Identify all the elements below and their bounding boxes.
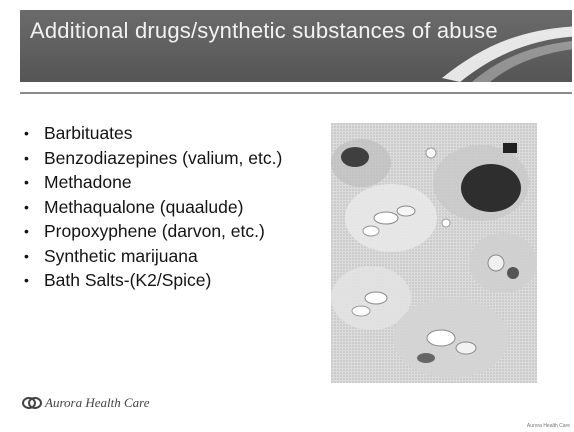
bullet-list: Barbituates Benzodiazepines (valium, etc… <box>24 121 282 293</box>
pills-photo <box>331 123 537 383</box>
bullet-item: Synthetic marijuana <box>24 244 282 269</box>
logo-text: Aurora Health Care <box>45 395 150 410</box>
bullet-item: Benzodiazepines (valium, etc.) <box>24 146 282 171</box>
footer-note: Aurora Health Care <box>526 423 570 429</box>
bullet-item: Methaqualone (quaalude) <box>24 195 282 220</box>
aurora-logo-icon <box>22 397 42 409</box>
bullet-item: Methadone <box>24 170 282 195</box>
pills-in-bowls-image <box>331 123 537 383</box>
bullet-item: Bath Salts-(K2/Spice) <box>24 268 282 293</box>
logo: Aurora Health Care <box>22 392 149 414</box>
title-divider <box>20 92 572 94</box>
title-bar: Additional drugs/synthetic substances of… <box>20 10 572 82</box>
slide-title: Additional drugs/synthetic substances of… <box>30 18 498 43</box>
bullet-item: Propoxyphene (darvon, etc.) <box>24 219 282 244</box>
swoosh-decoration <box>442 26 572 82</box>
bullet-item: Barbituates <box>24 121 282 146</box>
